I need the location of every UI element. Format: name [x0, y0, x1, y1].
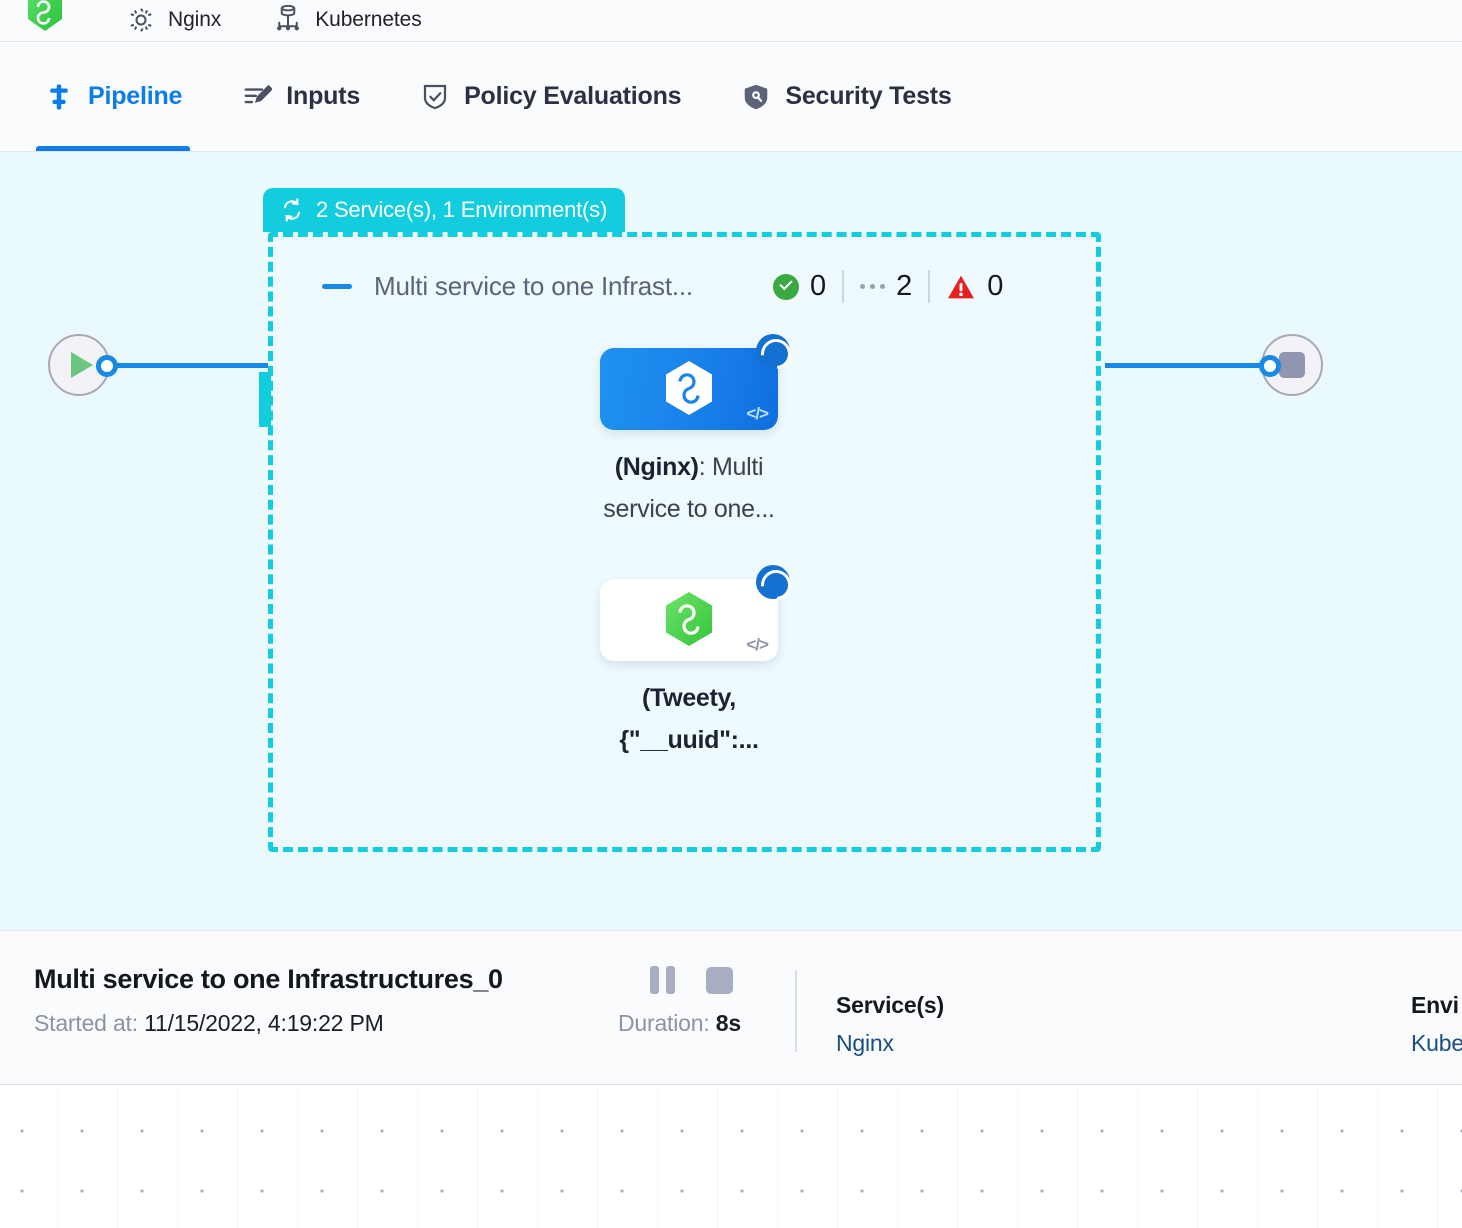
- breadcrumb-label-kubernetes: Kubernetes: [315, 8, 422, 31]
- service-node-label-rest: {"__uuid":...: [619, 726, 759, 754]
- execution-title: Multi service to one Infrastructures_0: [34, 964, 503, 994]
- started-at-label: Started at:: [34, 1010, 138, 1036]
- started-at-value: 11/15/2022, 4:19:22 PM: [144, 1010, 384, 1036]
- tab-inputs[interactable]: Inputs: [234, 43, 368, 151]
- play-icon: [71, 352, 93, 378]
- hexagon-infinity-logo: [28, 0, 62, 31]
- services-label: Service(s): [836, 992, 944, 1018]
- hexagon-infinity-logo-green: [666, 592, 712, 646]
- service-node-label-rest: : Multi service to one...: [603, 453, 775, 523]
- end-node[interactable]: [1261, 334, 1323, 396]
- error-warning-icon: [948, 275, 975, 298]
- service-node-card[interactable]: </>: [600, 565, 790, 661]
- service-node-tweety[interactable]: </> (Tweety, {"__uuid":...: [600, 565, 804, 761]
- service-node-card[interactable]: </>: [600, 334, 790, 430]
- services-meta: Service(s) Nginx: [836, 992, 944, 1057]
- breadcrumb-item-nginx[interactable]: Nginx: [126, 5, 221, 41]
- execution-duration: Duration: 8s: [618, 1010, 741, 1037]
- policy-shield-check-icon: [423, 84, 447, 109]
- detail-divider-1: [795, 970, 797, 1052]
- group-label-text: 2 Service(s), 1 Environment(s): [316, 197, 608, 222]
- kubernetes-infrastructure-icon: [277, 5, 300, 31]
- pipeline-icon: [50, 84, 68, 109]
- counter-pending: 2: [842, 270, 928, 303]
- service-node-label: (Nginx): Multi service to one...: [574, 446, 804, 530]
- tab-policy-evaluations[interactable]: Policy Evaluations: [412, 43, 689, 151]
- stage-counters: 0 2 0: [772, 270, 1019, 303]
- counter-pending-value: 2: [896, 270, 913, 302]
- counter-success-value: 0: [809, 270, 827, 302]
- services-value[interactable]: Nginx: [836, 1030, 894, 1056]
- group-container[interactable]: [268, 232, 1101, 852]
- tab-label-security-tests: Security Tests: [785, 82, 952, 110]
- collapse-toggle-icon[interactable]: [322, 284, 352, 289]
- tab-security-tests[interactable]: Security Tests: [733, 43, 959, 151]
- pending-dots-icon: [860, 284, 886, 289]
- environments-label: Envi: [1411, 992, 1459, 1018]
- stop-icon: [1279, 352, 1305, 378]
- execution-controls: [650, 966, 733, 994]
- counter-success: 0: [772, 270, 842, 303]
- duration-label: Duration:: [618, 1010, 710, 1036]
- code-brackets-icon: </>: [746, 635, 769, 654]
- group-label-badge[interactable]: 2 Service(s), 1 Environment(s): [263, 188, 626, 232]
- security-shield-icon: [745, 84, 768, 109]
- tab-label-inputs: Inputs: [286, 82, 361, 110]
- background-dot-grid: [0, 1085, 1462, 1228]
- duration-value: 8s: [715, 1010, 741, 1036]
- execution-started-at: Started at: 11/15/2022, 4:19:22 PM: [34, 1010, 384, 1037]
- hexagon-infinity-logo-white: [666, 361, 712, 415]
- group-spine: [259, 372, 271, 427]
- execution-detail-bar: Multi service to one Infrastructures_0 S…: [0, 930, 1462, 1085]
- gear-icon: [130, 8, 152, 32]
- stage-title: Multi service to one Infrast...: [374, 271, 693, 301]
- tab-label-pipeline: Pipeline: [88, 82, 183, 110]
- tab-bar: Pipeline Inputs Policy Evaluations Secur…: [0, 42, 1462, 152]
- environments-value[interactable]: Kube: [1411, 1030, 1462, 1056]
- breadcrumb-strip: Nginx Kubernetes: [0, 0, 1462, 42]
- breadcrumb-item-kubernetes[interactable]: Kubernetes: [273, 5, 422, 41]
- pause-button[interactable]: [650, 966, 676, 994]
- stage-header[interactable]: Multi service to one Infrast... 0 2 0: [322, 270, 1019, 303]
- service-node-label: (Tweety, {"__uuid":...: [574, 677, 804, 761]
- stop-button[interactable]: [706, 967, 733, 994]
- service-node-nginx[interactable]: </> (Nginx): Multi service to one...: [600, 334, 804, 530]
- tab-label-policy-evaluations: Policy Evaluations: [464, 82, 682, 110]
- service-node-label-bold: (Tweety,: [642, 684, 736, 712]
- tab-pipeline[interactable]: Pipeline: [36, 43, 191, 151]
- start-node-port[interactable]: [96, 355, 118, 377]
- end-node-port[interactable]: [1259, 355, 1281, 377]
- wire-start-to-group: [105, 363, 275, 368]
- inputs-pencil-icon: [244, 84, 273, 103]
- counter-error: 0: [928, 270, 1019, 303]
- pipeline-canvas[interactable]: 2 Service(s), 1 Environment(s) Multi ser…: [0, 152, 1462, 930]
- breadcrumb-label-nginx: Nginx: [168, 8, 222, 31]
- running-spinner-icon[interactable]: [756, 334, 790, 368]
- wire-group-to-end: [1105, 363, 1280, 368]
- running-spinner-icon[interactable]: [756, 565, 790, 599]
- loop-repeat-icon: [283, 198, 301, 222]
- environments-meta: Envi Kube: [1411, 992, 1462, 1057]
- counter-error-value: 0: [987, 270, 1004, 302]
- breadcrumb-item-logo[interactable]: [28, 0, 74, 41]
- code-brackets-icon: </>: [746, 404, 769, 423]
- success-check-icon: [772, 273, 799, 300]
- service-node-label-bold: (Nginx): [614, 453, 699, 481]
